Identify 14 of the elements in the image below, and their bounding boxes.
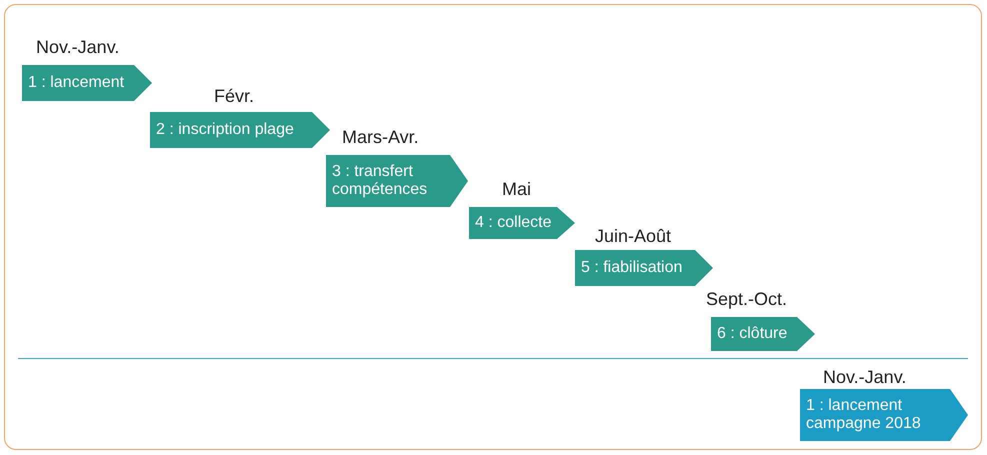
month-label: Mars-Avr. bbox=[342, 127, 419, 148]
month-label: Nov.-Janv. bbox=[823, 367, 906, 388]
phase-tag: 5 : fiabilisation bbox=[575, 250, 713, 286]
month-label: Mai bbox=[502, 179, 532, 200]
phase-tag: 2 : inscription plage bbox=[150, 112, 330, 148]
month-label: Juin-Août bbox=[595, 226, 672, 247]
phase-tag: 1 : lancement campagne 2018 bbox=[800, 389, 968, 441]
phase-tag: 4 : collecte bbox=[469, 207, 575, 239]
month-label: Nov.-Janv. bbox=[36, 37, 120, 58]
month-label: Sept.-Oct. bbox=[706, 289, 788, 310]
phase-tag: 6 : clôture bbox=[711, 317, 815, 351]
phase-tag: 1 : lancement bbox=[22, 65, 152, 101]
phase-tag: 3 : transfert compétences bbox=[326, 155, 468, 207]
month-label: Févr. bbox=[214, 86, 254, 107]
